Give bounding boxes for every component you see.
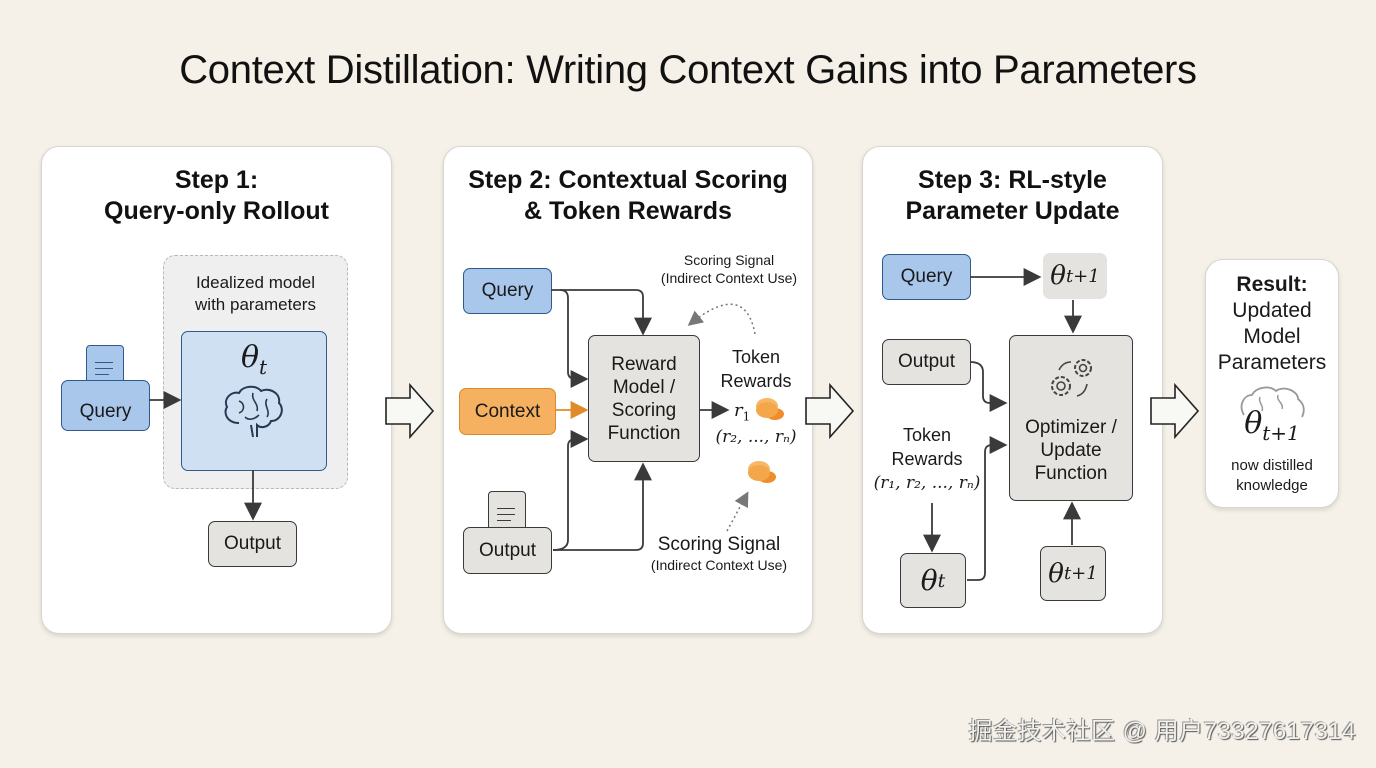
optimizer-box: Optimizer / Update Function [1009, 335, 1133, 501]
result-panel: Result: Updated Model Parameters θt+1 no… [1205, 259, 1339, 508]
result-title: Result: Updated Model Parameters [1217, 273, 1327, 374]
model-box: θt [181, 331, 327, 471]
theta-next-label: θt+1 [1244, 406, 1300, 445]
context-box: Context [459, 388, 556, 435]
query-box: Query [882, 254, 971, 300]
query-box: Query [463, 268, 552, 314]
scoring-signal-bottom: Scoring Signal (Indirect Context Use) [650, 534, 788, 574]
diagram-title: Context Distillation: Writing Context Ga… [179, 48, 1197, 92]
watermark: 掘金技术社区 @ 用户73327617314 [968, 718, 1356, 745]
flow-arrow-2 [805, 382, 855, 440]
step1-panel: Step 1: Query-only Rollout Idealized mod… [41, 146, 392, 634]
step3-title: Step 3: RL-style Parameter Update [905, 166, 1120, 225]
coins-icon [748, 465, 770, 481]
token-rewards-label: Token Rewards [720, 347, 792, 391]
r1-label: r1 [734, 400, 751, 424]
brain-icon [1240, 386, 1305, 418]
flow-arrow-1 [385, 382, 435, 440]
gears-icon [1051, 359, 1092, 397]
token-rewards-label: Token Rewards (r₁, r₂, ..., rₙ) [873, 425, 981, 493]
theta-t-label: θt [240, 340, 268, 379]
brain-icon [224, 385, 283, 438]
coins-icon [756, 402, 778, 418]
r-rest-label: (r₂, ..., rₙ) [715, 427, 797, 447]
output-box: Output [208, 521, 297, 567]
reward-model-box: Reward Model / Scoring Function [588, 335, 700, 462]
model-caption: Idealized model with parameters [195, 273, 316, 314]
result-caption: now distilled knowledge [1231, 457, 1313, 494]
step3-panel: Step 3: RL-style Parameter Update Query … [862, 146, 1163, 634]
step1-title: Step 1: Query-only Rollout [104, 166, 329, 225]
output-box: Output [882, 339, 971, 385]
output-box: Output [463, 527, 552, 574]
step2-title: Step 2: Contextual Scoring & Token Rewar… [468, 166, 788, 225]
query-box: Query [61, 380, 150, 431]
scoring-signal-top: Scoring Signal (Indirect Context Use) [660, 252, 798, 286]
step2-panel: Step 2: Contextual Scoring & Token Rewar… [443, 146, 813, 634]
